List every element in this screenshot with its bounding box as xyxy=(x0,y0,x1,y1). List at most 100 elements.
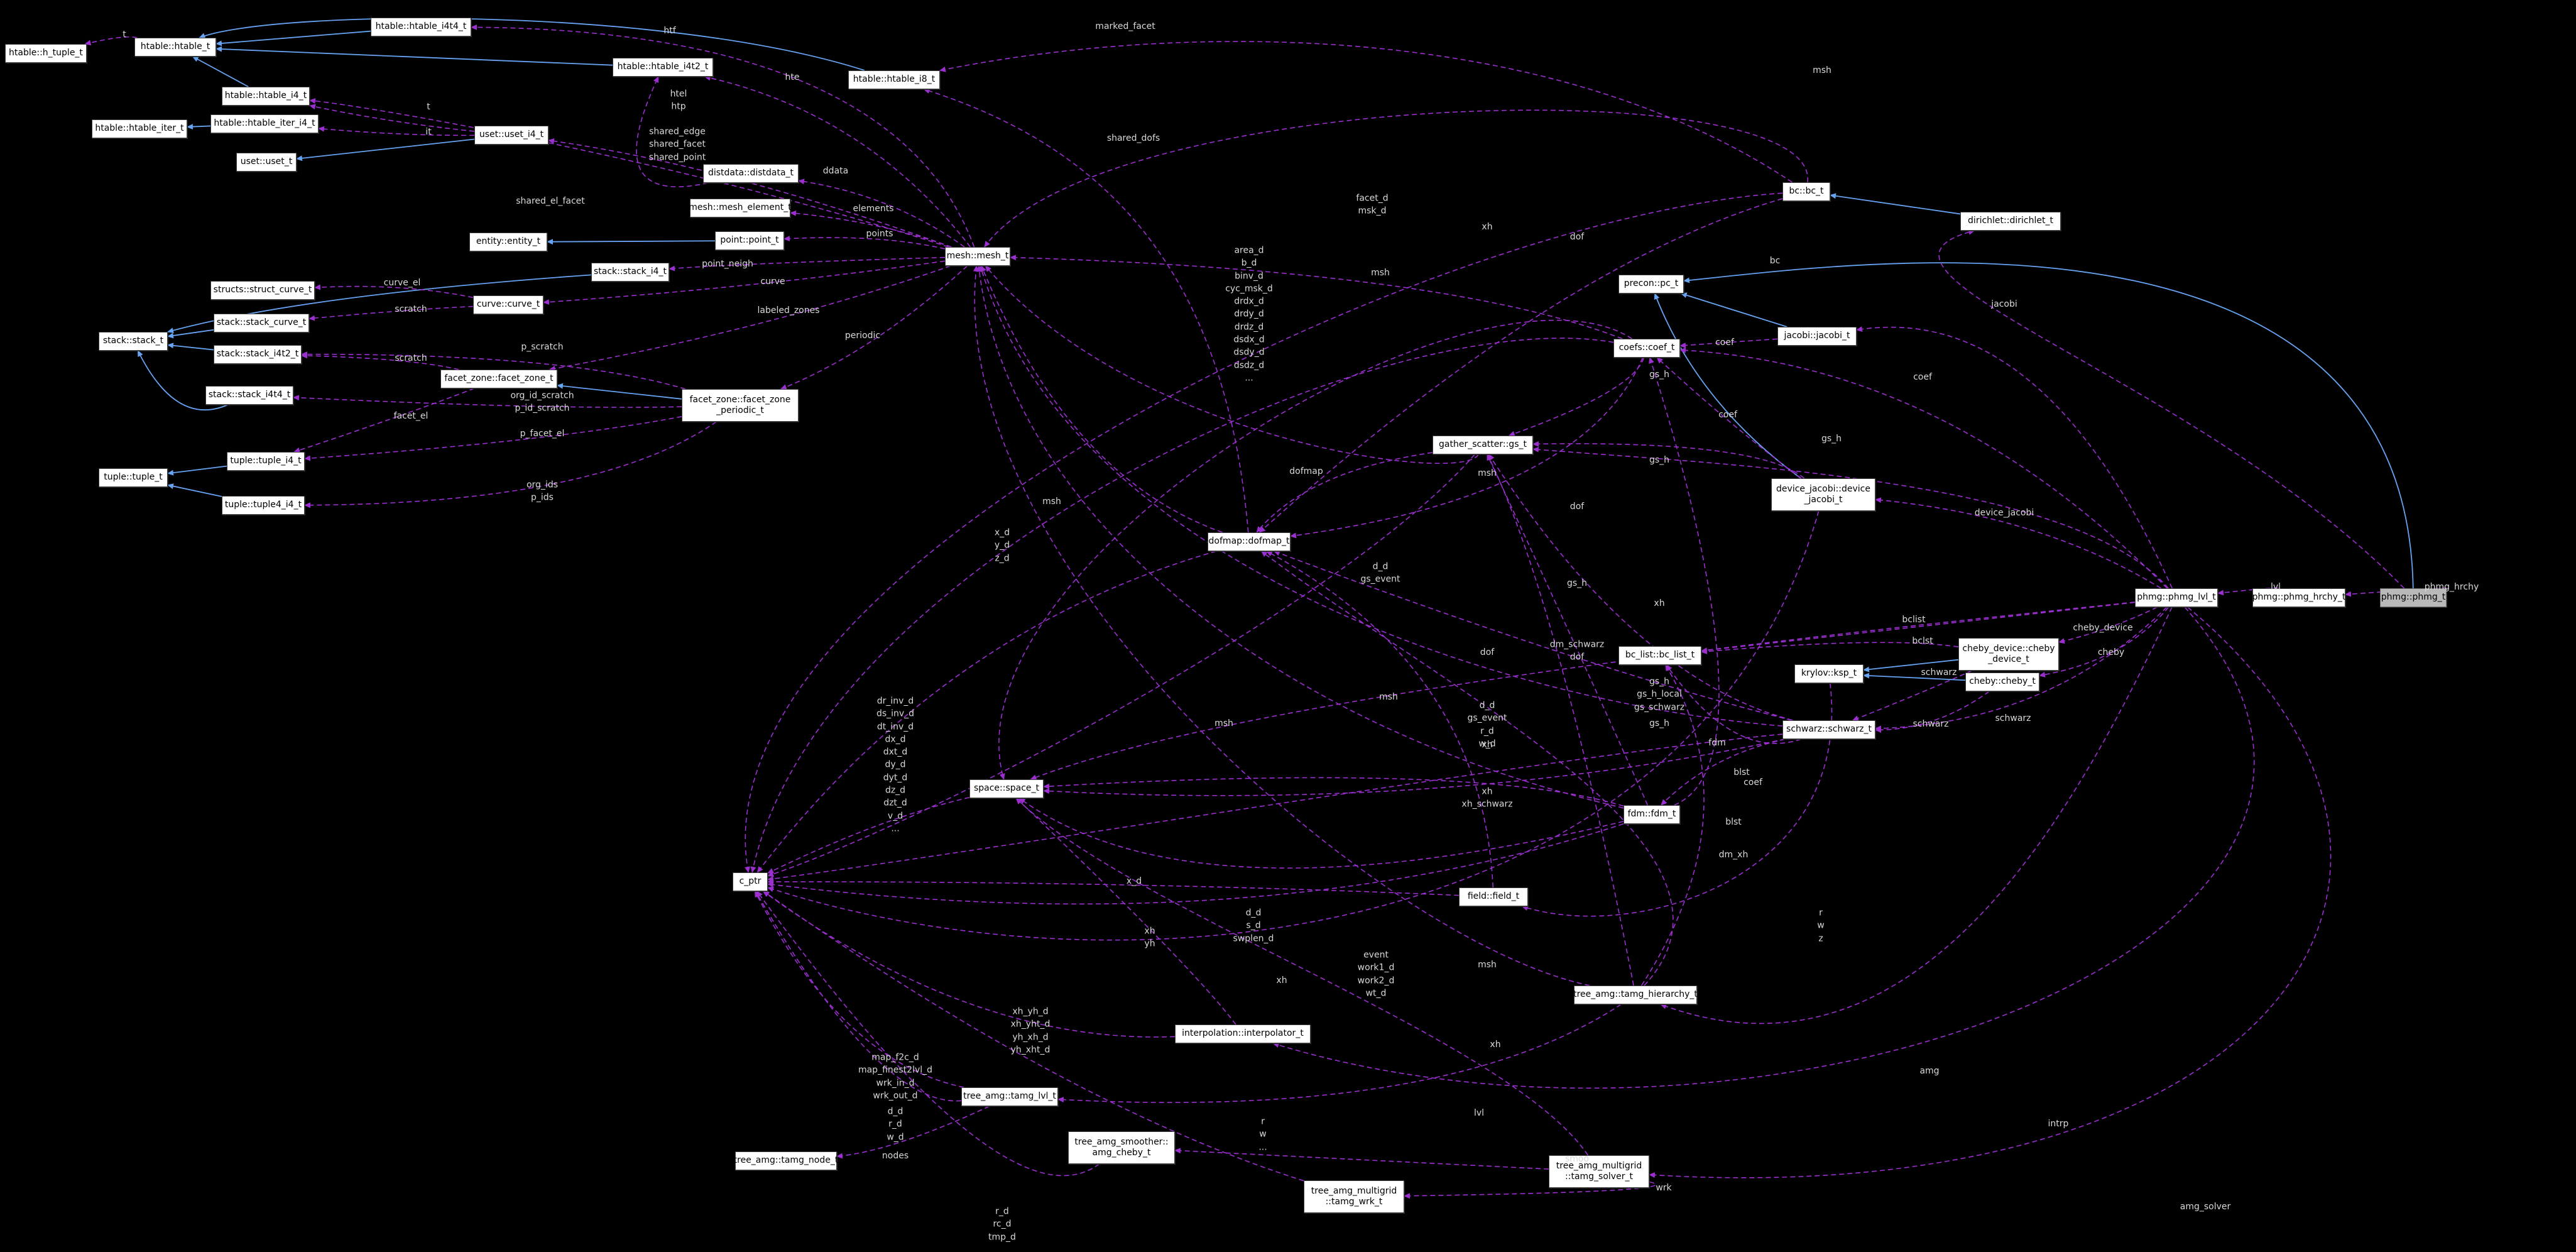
node-stack_i4t2[interactable]: stack::stack_i4t2_t xyxy=(214,345,302,364)
node-hierarchy[interactable]: tree_amg::tamg_hierarchy_t xyxy=(1573,986,1698,1004)
edge-dirichlet-bc xyxy=(1830,193,1961,215)
node-coef[interactable]: coefs::coef_t xyxy=(1613,339,1680,358)
edge-hierarchy-dofmap xyxy=(1260,551,1674,986)
edge-fz_periodic-tuple4 xyxy=(304,421,717,508)
node-tamg_solver[interactable]: tree_amg_multigrid ::tamg_solver_t xyxy=(1549,1155,1649,1188)
node-mesh_el[interactable]: mesh::mesh_element_t xyxy=(689,199,792,217)
edge-tamg_solver-tamg_wrk xyxy=(1404,1181,1657,1199)
edge-dofmap-c_ptr xyxy=(756,551,1216,873)
node-facet_zone[interactable]: facet_zone::facet_zone_t xyxy=(440,370,557,388)
edge-dofmap-mesh xyxy=(981,265,1223,533)
edge-i4-htable xyxy=(192,56,249,87)
edge-uset_i4-iter_i4 xyxy=(318,126,475,136)
node-precon[interactable]: precon::pc_t xyxy=(1618,275,1684,294)
node-stack_curve[interactable]: stack::stack_curve_t xyxy=(214,314,309,332)
node-dirichlet[interactable]: dirichlet::dirichlet_t xyxy=(1960,212,2061,231)
edge-schwarz-gs xyxy=(1488,454,1793,721)
node-stack[interactable]: stack::stack_t xyxy=(99,332,168,351)
node-distdata[interactable]: distdata::distdata_t xyxy=(703,164,799,183)
edge-cheby_device-schwarz xyxy=(1852,670,1972,721)
node-i4t4[interactable]: htable::htable_i4t4_t xyxy=(371,18,471,36)
edge-mesh-curve xyxy=(543,260,946,305)
edge-fz_periodic-facet_zone xyxy=(557,383,682,400)
node-cheby_device[interactable]: cheby_device::cheby _device_t xyxy=(1958,638,2059,671)
node-interp[interactable]: interpolation::interpolator_t xyxy=(1175,1024,1311,1043)
edge-phmg_lvl-cheby xyxy=(2039,607,2169,678)
edge-fdm-c_ptr xyxy=(767,823,1624,905)
node-phmg_lvl[interactable]: phmg::phmg_lvl_t xyxy=(2135,588,2218,607)
node-tuple[interactable]: tuple::tuple_t xyxy=(99,468,168,487)
node-space[interactable]: space::space_t xyxy=(969,779,1044,798)
edge-phmg_lvl-gs xyxy=(1532,446,2169,589)
node-entity[interactable]: entity::entity_t xyxy=(469,233,547,251)
node-field[interactable]: field::field_t xyxy=(1459,887,1528,906)
node-iter[interactable]: htable::htable_iter_t xyxy=(92,119,187,138)
edge-interp-c_ptr xyxy=(762,891,1176,1038)
node-uset[interactable]: uset::uset_t xyxy=(236,153,297,172)
edge-uset_i4-uset xyxy=(296,138,475,162)
edge-schwarz-bc_list xyxy=(1666,664,1801,744)
edge-mesh-facet_zone xyxy=(548,265,951,371)
node-fz_periodic[interactable]: facet_zone::facet_zone _periodic_t xyxy=(682,389,799,422)
node-schwarz[interactable]: schwarz::schwarz_t xyxy=(1782,720,1875,739)
edge-gs-dofmap xyxy=(1256,452,1433,533)
edge-mesh-stack_i4 xyxy=(669,256,946,272)
edge-tuple_i4-tuple xyxy=(167,465,227,476)
edge-tamg_lvl-c_ptr xyxy=(755,891,962,1102)
edge-fz_periodic-tuple_i4 xyxy=(304,416,682,461)
node-amg_cheby[interactable]: tree_amg_smoother:: amg_cheby_t xyxy=(1068,1131,1175,1164)
edge-fz_periodic-stack_i4t4 xyxy=(293,395,682,408)
edge-schwarz-space xyxy=(1043,739,1786,796)
edge-hierarchy-mesh xyxy=(973,265,1590,986)
node-i4t2[interactable]: htable::htable_i4t2_t xyxy=(613,58,713,77)
edge-tamg_solver-amg_cheby xyxy=(1174,1148,1549,1170)
edge-hierarchy-tamg_lvl xyxy=(1057,1004,1622,1103)
node-uset_i4[interactable]: uset::uset_i4_t xyxy=(474,126,548,145)
node-tamg_node[interactable]: tree_amg::tamg_node_t xyxy=(734,1151,838,1170)
edge-phmg_lvl-space xyxy=(1030,601,2136,780)
edge-amg_cheby-c_ptr xyxy=(756,891,1100,1177)
node-device_jacobi[interactable]: device_jacobi::device _jacobi_t xyxy=(1771,478,1875,511)
node-i8[interactable]: htable::htable_i8_t xyxy=(848,70,940,89)
node-tamg_wrk[interactable]: tree_amg_multigrid ::tamg_wrk_t xyxy=(1304,1180,1404,1213)
node-tuple_i4[interactable]: tuple::tuple_i4_t xyxy=(227,452,305,471)
edge-phmg_lvl-device_jacobi xyxy=(1875,497,2161,589)
node-mesh[interactable]: mesh::mesh_t xyxy=(945,247,1010,266)
node-fdm[interactable]: fdm::fdm_t xyxy=(1624,805,1680,824)
edge-phmg_lvl-cheby_device xyxy=(2058,607,2158,644)
node-h_tuple[interactable]: htable::h_tuple_t xyxy=(5,44,87,63)
node-tamg_lvl[interactable]: tree_amg::tamg_lvl_t xyxy=(961,1087,1058,1106)
node-struct_curve[interactable]: structs::struct_curve_t xyxy=(210,281,315,300)
edge-distdata-i4t2 xyxy=(636,76,709,187)
node-krylov[interactable]: krylov::ksp_t xyxy=(1794,664,1864,683)
node-phmg_hrchy[interactable]: phmg::phmg_hrchy_t xyxy=(2252,588,2345,607)
edge-gs-c_ptr xyxy=(767,454,1475,877)
edge-schwarz-fdm xyxy=(1661,739,1786,806)
edge-facet_zone-tuple_i4 xyxy=(293,388,475,453)
edge-space-c_ptr xyxy=(767,796,970,874)
node-curve[interactable]: curve::curve_t xyxy=(473,295,543,314)
node-jacobi[interactable]: jacobi::jacobi_t xyxy=(1777,327,1857,346)
node-bc[interactable]: bc::bc_t xyxy=(1782,182,1830,201)
edge-jacobi-precon xyxy=(1680,292,1787,327)
edge-tuple4-tuple xyxy=(167,483,222,497)
node-dofmap[interactable]: dofmap::dofmap_t xyxy=(1208,532,1291,551)
node-tuple4[interactable]: tuple::tuple4_i4_t xyxy=(222,496,305,515)
edge-phmg-dirichlet xyxy=(1938,229,2405,589)
edge-gs-mesh xyxy=(985,265,1479,464)
node-iter_i4[interactable]: htable::htable_iter_i4_t xyxy=(210,114,319,133)
edge-tamg_wrk-c_ptr xyxy=(763,891,1304,1182)
edge-dofmap-i8 xyxy=(923,88,1249,533)
node-cheby[interactable]: cheby::cheby_t xyxy=(1965,673,2039,691)
node-point[interactable]: point::point_t xyxy=(715,231,784,250)
node-phmg[interactable]: phmg::phmg_t xyxy=(2380,588,2447,607)
node-htable[interactable]: htable::htable_t xyxy=(134,38,216,57)
node-bc_list[interactable]: bc_list::bc_list_t xyxy=(1618,646,1701,665)
edge-coef-space xyxy=(998,319,1633,780)
node-gs[interactable]: gather_scatter::gs_t xyxy=(1433,436,1533,454)
node-stack_i4[interactable]: stack::stack_i4_t xyxy=(591,263,669,282)
node-stack_i4t4[interactable]: stack::stack_i4t4_t xyxy=(205,386,293,405)
node-i4[interactable]: htable::htable_i4_t xyxy=(222,87,310,106)
node-c_ptr[interactable]: c_ptr xyxy=(733,872,768,891)
edge-stack_i4t4-stack xyxy=(137,350,228,410)
